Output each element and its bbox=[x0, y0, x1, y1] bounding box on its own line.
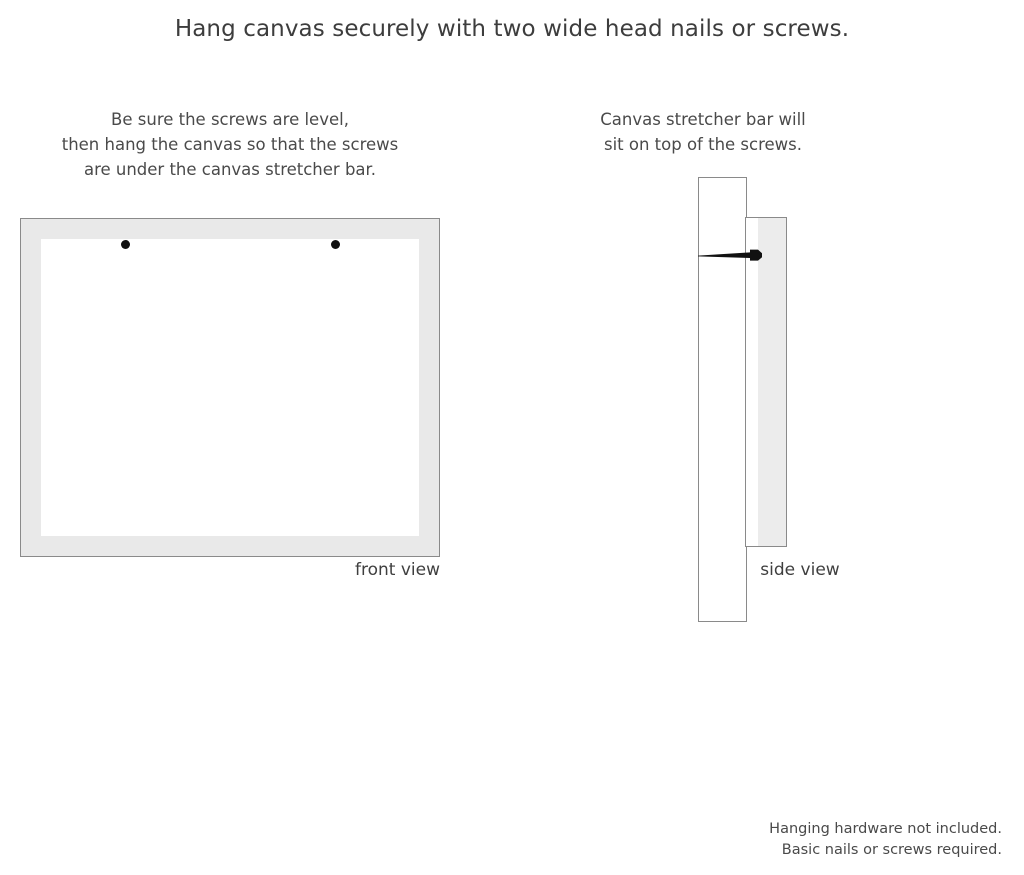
side-view-caption: Canvas stretcher bar will sit on top of … bbox=[553, 107, 853, 157]
footer-line-2: Basic nails or screws required. bbox=[781, 842, 1002, 858]
page-title: Hang canvas securely with two wide head … bbox=[174, 16, 850, 42]
left-screw-icon bbox=[121, 240, 130, 249]
screw-side-icon bbox=[698, 249, 762, 261]
front-view-caption-line-1: Be sure the screws are level, bbox=[111, 110, 349, 129]
side-view-caption-line-1: Canvas stretcher bar will bbox=[600, 110, 806, 129]
canvas-face bbox=[41, 239, 419, 536]
side-view-diagram bbox=[698, 177, 798, 623]
front-view-diagram bbox=[20, 218, 440, 557]
right-screw-icon bbox=[331, 240, 340, 249]
footer-note: Hanging hardware not included. Basic nai… bbox=[769, 819, 1002, 861]
front-view-caption-line-2: then hang the canvas so that the screws bbox=[61, 135, 399, 154]
stretcher-bar-edge bbox=[746, 218, 758, 546]
wall-profile bbox=[698, 177, 747, 622]
footer-line-1: Hanging hardware not included. bbox=[769, 821, 1002, 837]
front-view-caption: Be sure the screws are level, then hang … bbox=[10, 107, 450, 182]
stretcher-bar-profile bbox=[745, 217, 787, 547]
front-view-label: front view bbox=[355, 560, 440, 580]
front-view-caption-line-3: are under the canvas stretcher bar. bbox=[83, 160, 377, 179]
side-view-caption-line-2: sit on top of the screws. bbox=[603, 135, 803, 154]
canvas-frame-outer bbox=[20, 218, 440, 557]
side-view-label: side view bbox=[760, 560, 840, 580]
